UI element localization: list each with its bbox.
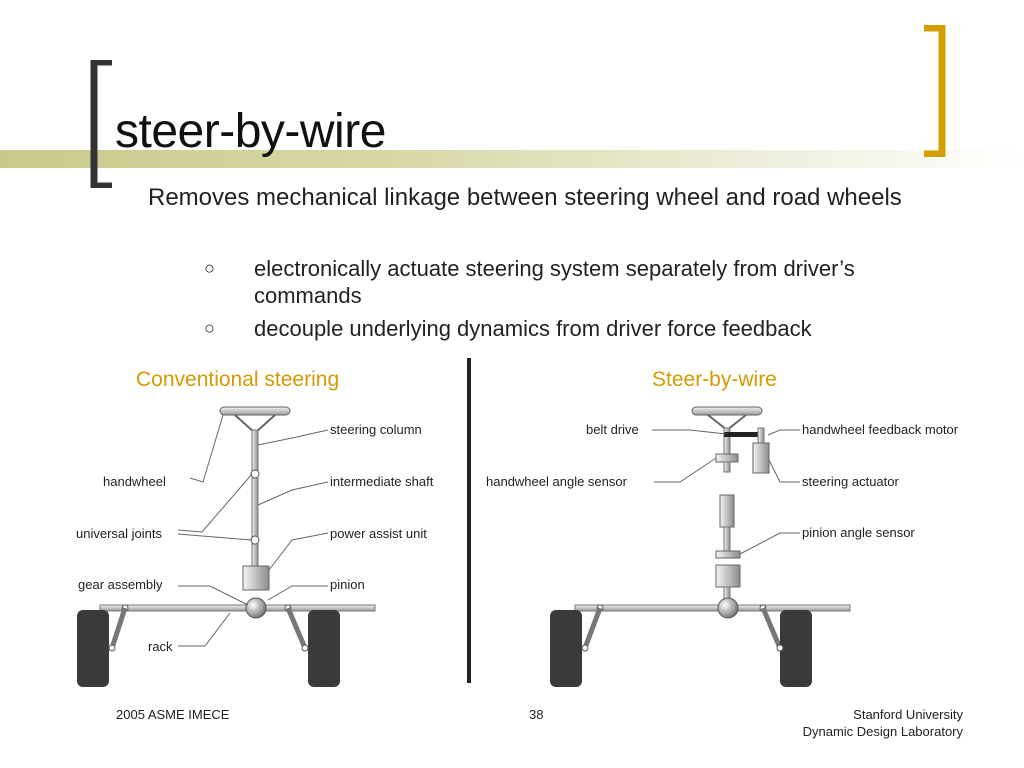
sub-point-text: electronically actuate steering system s…: [254, 256, 855, 308]
label-steering-actuator: steering actuator: [802, 474, 900, 489]
title-accent-bar: [0, 150, 1024, 168]
belt-drive-shape: [724, 432, 764, 437]
footer-organization: Stanford University Dynamic Design Labor…: [803, 707, 963, 739]
label-intermediate-shaft: intermediate shaft: [330, 474, 434, 489]
intermediate-shaft-shape: [251, 477, 259, 541]
label-handwheel: handwheel: [103, 474, 166, 489]
right-diagram-title: Steer-by-wire: [652, 368, 777, 391]
label-pinion: pinion: [330, 577, 365, 592]
pinion-shape: [717, 597, 739, 619]
footer-org-line1: Stanford University: [853, 707, 963, 722]
universal-joint-shape: [250, 469, 260, 479]
right-wheel-shape: [780, 610, 812, 687]
power-assist-unit-shape: [242, 565, 270, 591]
diagram-divider: [467, 358, 471, 683]
slide-title: steer-by-wire: [115, 105, 386, 158]
main-point: Removes mechanical linkage between steer…: [148, 184, 902, 211]
label-gear-assembly: gear assembly: [78, 577, 163, 592]
left-diagram-title: Conventional steering: [136, 368, 340, 391]
handwheel-shape: [219, 406, 291, 416]
label-steering-column: steering column: [330, 422, 422, 437]
steer-by-wire-diagram: belt drive handwheel feedback motor hand…: [486, 406, 959, 687]
pinion-angle-sensor-shape: [715, 550, 741, 559]
conventional-steering-diagram: steering column handwheel intermediate s…: [76, 406, 434, 687]
left-wheel-shape: [77, 610, 109, 687]
label-rack: rack: [148, 639, 173, 654]
label-universal-joints: universal joints: [76, 526, 162, 541]
rack-shape: [574, 604, 851, 612]
universal-joint-shape: [250, 535, 260, 545]
steering-column-shape: [251, 429, 259, 476]
steering-actuator-shape: [719, 494, 735, 528]
page-number: 38: [529, 707, 544, 722]
label-power-assist-unit: power assist unit: [330, 526, 427, 541]
label-handwheel-feedback-motor: handwheel feedback motor: [802, 422, 959, 437]
pinion-shape: [245, 597, 267, 619]
bullet-circle-icon: ○: [204, 258, 215, 278]
label-handwheel-angle-sensor: handwheel angle sensor: [486, 474, 628, 489]
footer-org-line2: Dynamic Design Laboratory: [802, 724, 963, 739]
handwheel-angle-sensor-shape: [715, 453, 739, 463]
bullet-circle-icon: ○: [204, 318, 215, 338]
handwheel-shape: [691, 406, 763, 416]
sub-point-text: decouple underlying dynamics from driver…: [254, 316, 812, 341]
right-bracket-decoration: [924, 25, 946, 157]
footer-conference: 2005 ASME IMECE: [116, 707, 230, 722]
rack-shape: [99, 604, 376, 612]
handwheel-feedback-motor-shape: [752, 442, 770, 474]
right-wheel-shape: [308, 610, 340, 687]
label-belt-drive: belt drive: [586, 422, 639, 437]
label-pinion-angle-sensor: pinion angle sensor: [802, 525, 915, 540]
left-wheel-shape: [550, 610, 582, 687]
left-bracket-decoration: [90, 60, 112, 188]
